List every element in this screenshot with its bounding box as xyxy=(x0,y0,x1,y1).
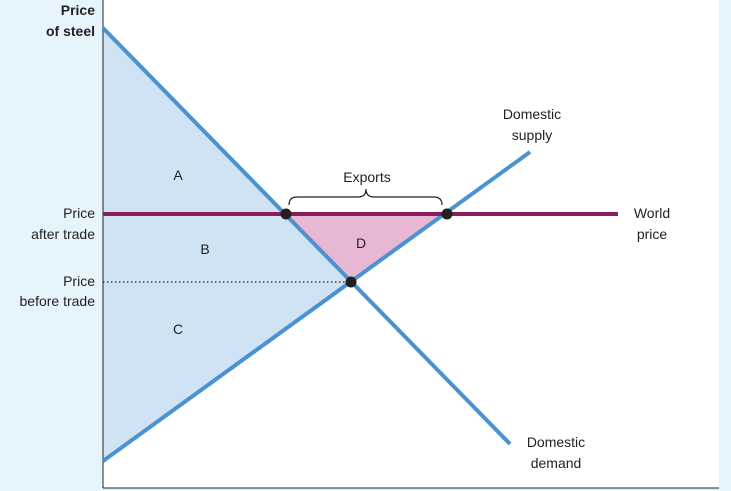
region-a-label: A xyxy=(173,167,183,183)
price-after-trade-label-line1: Price xyxy=(63,205,95,221)
price-after-trade-label-line2: after trade xyxy=(31,226,95,242)
exports-label: Exports xyxy=(343,169,390,185)
region-d-label: D xyxy=(356,235,366,251)
domestic-demand-label-line2: demand xyxy=(531,455,582,471)
region-c-label: C xyxy=(173,321,183,337)
domestic-demand-curve xyxy=(101,26,512,446)
y-axis-title-line2: of steel xyxy=(46,23,95,39)
gain-from-trade-region xyxy=(285,214,446,282)
region-b-label: B xyxy=(200,241,209,257)
price-before-trade-label-line1: Price xyxy=(63,273,95,289)
domestic-supply-label-line2: supply xyxy=(512,127,552,143)
price-before-trade-label-line2: before trade xyxy=(20,293,96,309)
world-price-label-line1: World xyxy=(634,205,670,221)
domestic-supply-label-line1: Domestic xyxy=(503,106,561,122)
quantity-demanded-point xyxy=(280,208,292,220)
domestic-demand-label-line1: Domestic xyxy=(527,434,585,450)
equilibrium-point xyxy=(345,276,357,288)
quantity-supplied-point xyxy=(441,208,453,220)
y-axis-title-line1: Price xyxy=(61,2,95,18)
domestic-supply-curve xyxy=(101,150,532,463)
surplus-region xyxy=(103,28,351,461)
exports-brace xyxy=(288,188,443,206)
world-price-label-line2: price xyxy=(637,226,668,242)
